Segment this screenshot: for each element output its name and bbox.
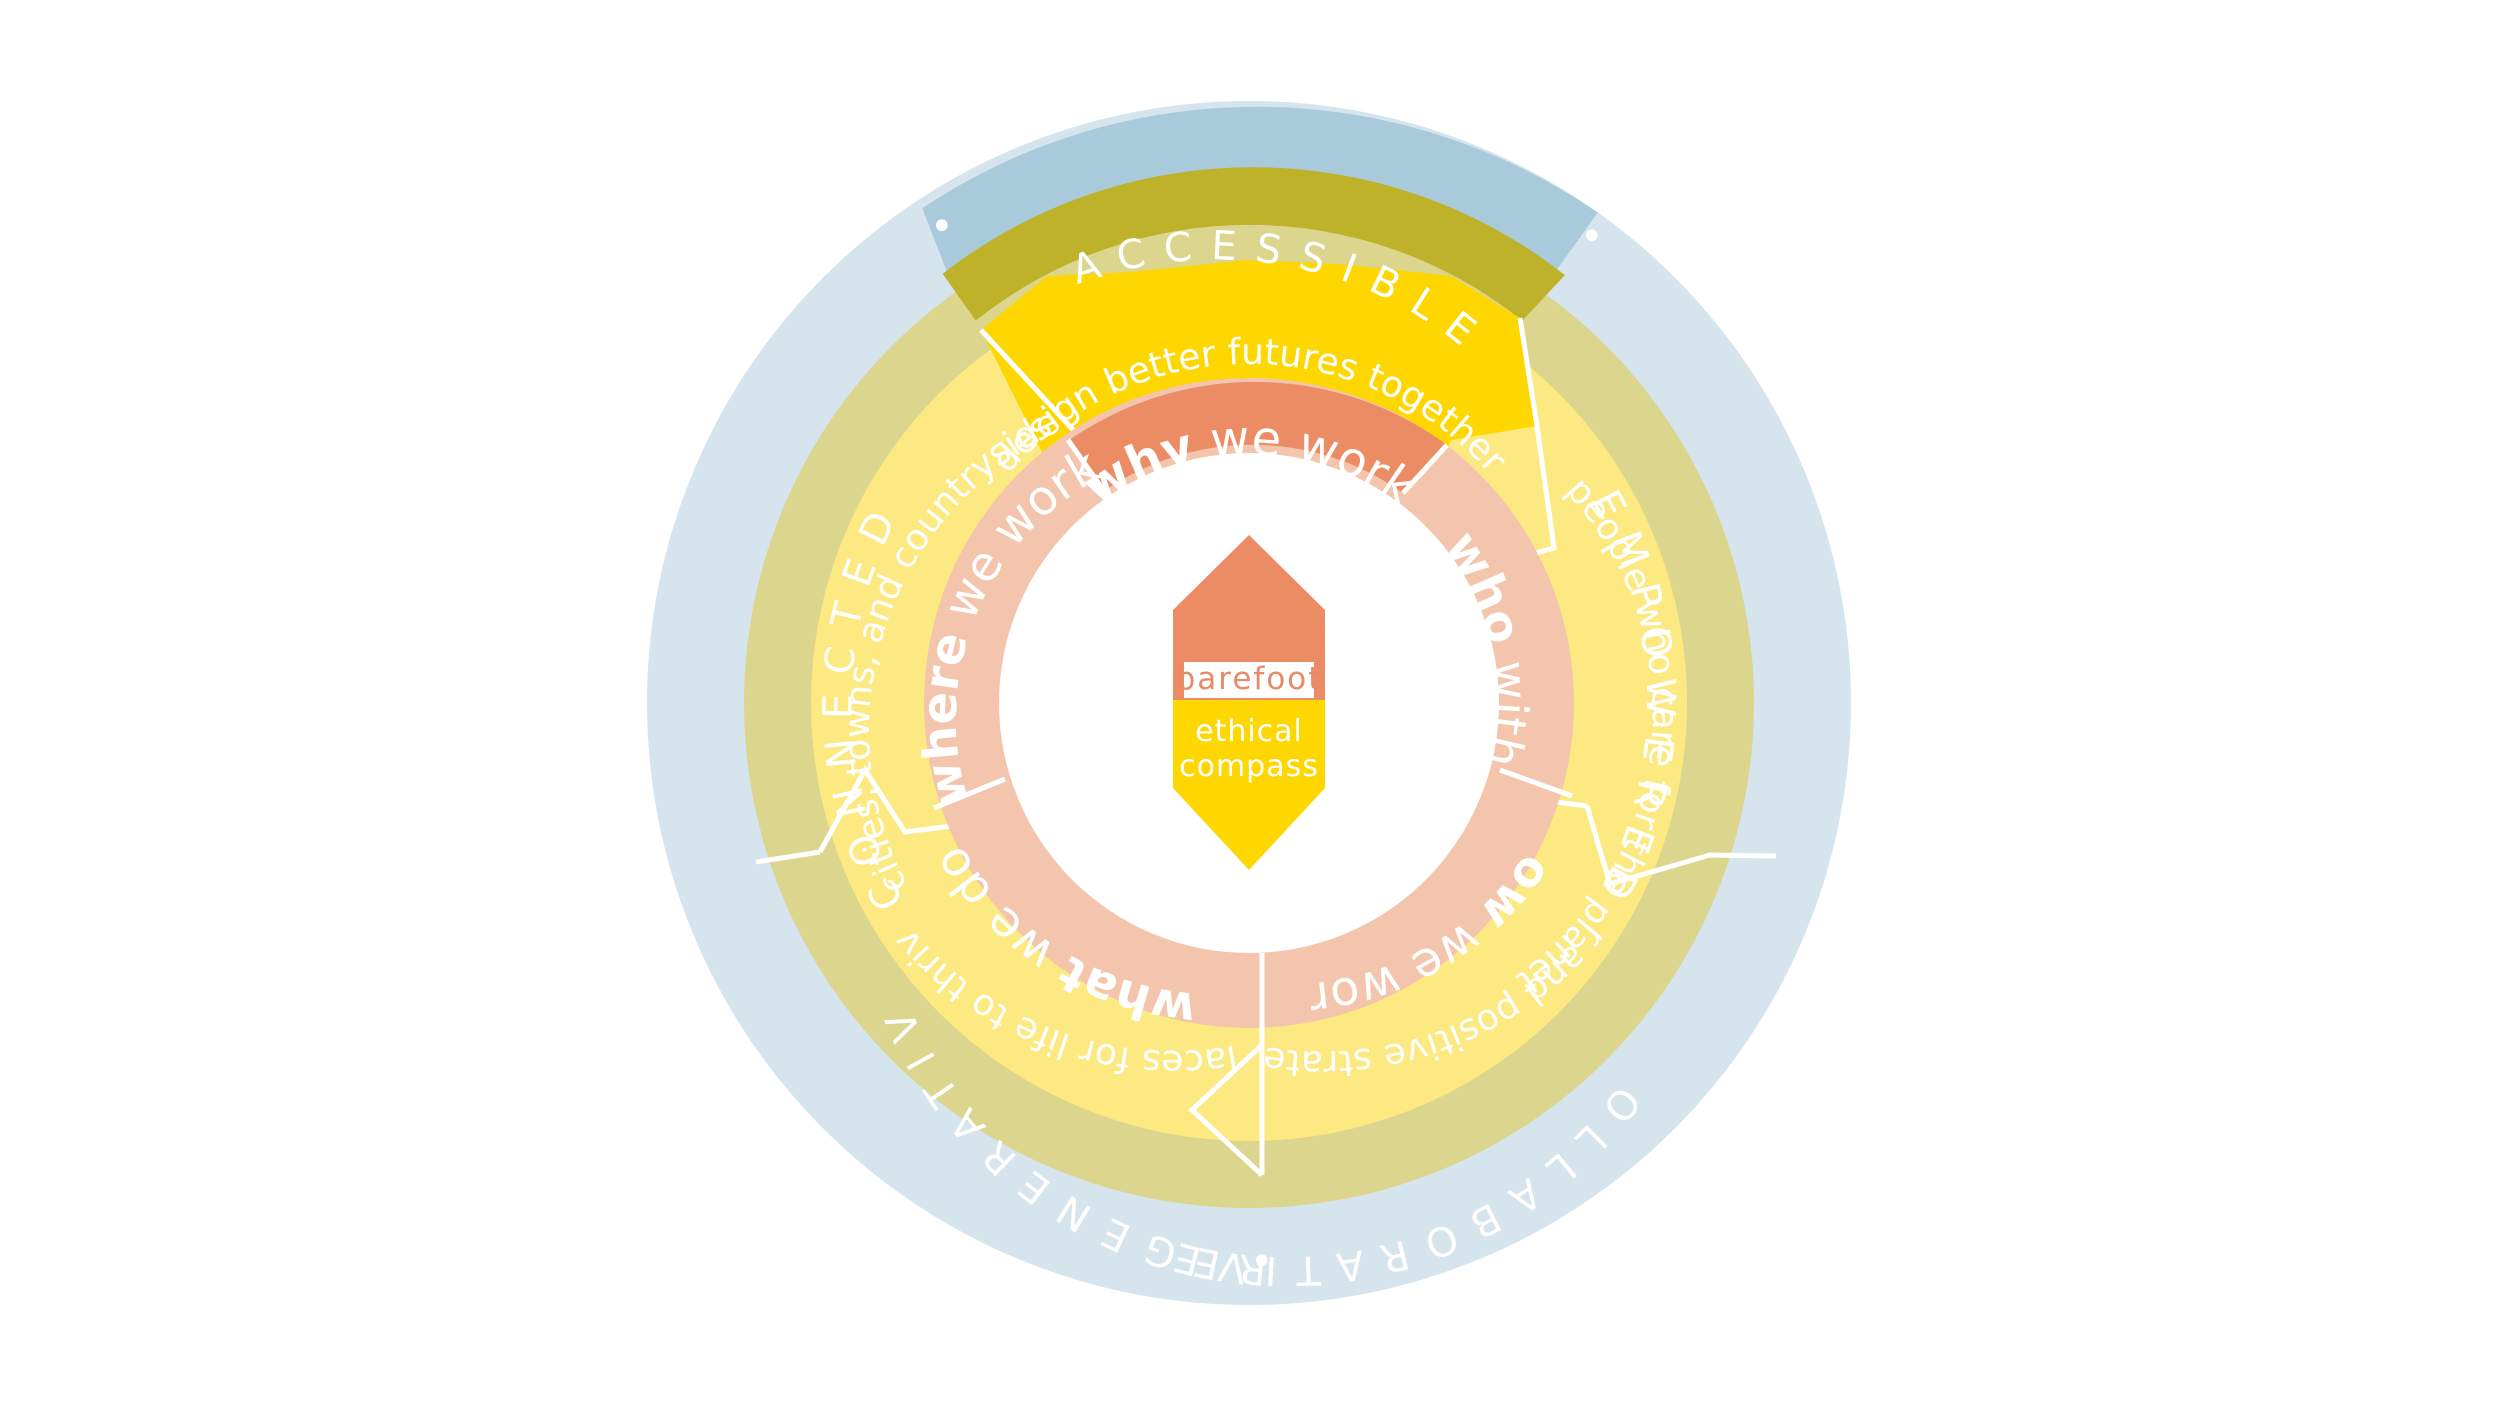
logo-barefoot: barefoot: [1176, 661, 1323, 697]
why-band-top: [942, 167, 1565, 321]
accessible-band: [922, 106, 1598, 291]
inner-divider: [1499, 767, 1573, 799]
logo-compass: compass: [1179, 749, 1319, 784]
divider-lines: [1584, 805, 1777, 888]
logo-roof: [1173, 535, 1325, 700]
value-separator: •: [1580, 214, 1622, 260]
inner-divider: [933, 776, 1006, 811]
inner-divider: [1065, 438, 1107, 493]
logo-ethical: ethical: [1195, 714, 1303, 749]
logo-label-box: [1184, 662, 1314, 698]
value-separator: •: [930, 204, 972, 250]
barefoot-logo: barefoot ethical compass: [1173, 535, 1325, 870]
logo-base: [1173, 700, 1325, 870]
divider-lines: [1517, 317, 1540, 427]
value-separator: •: [1250, 1239, 1292, 1285]
why-inner-segment: [1068, 381, 1447, 494]
divider-lines: [755, 849, 821, 865]
inner-divider: [1401, 443, 1449, 495]
divider-lines: [1188, 1043, 1264, 1177]
